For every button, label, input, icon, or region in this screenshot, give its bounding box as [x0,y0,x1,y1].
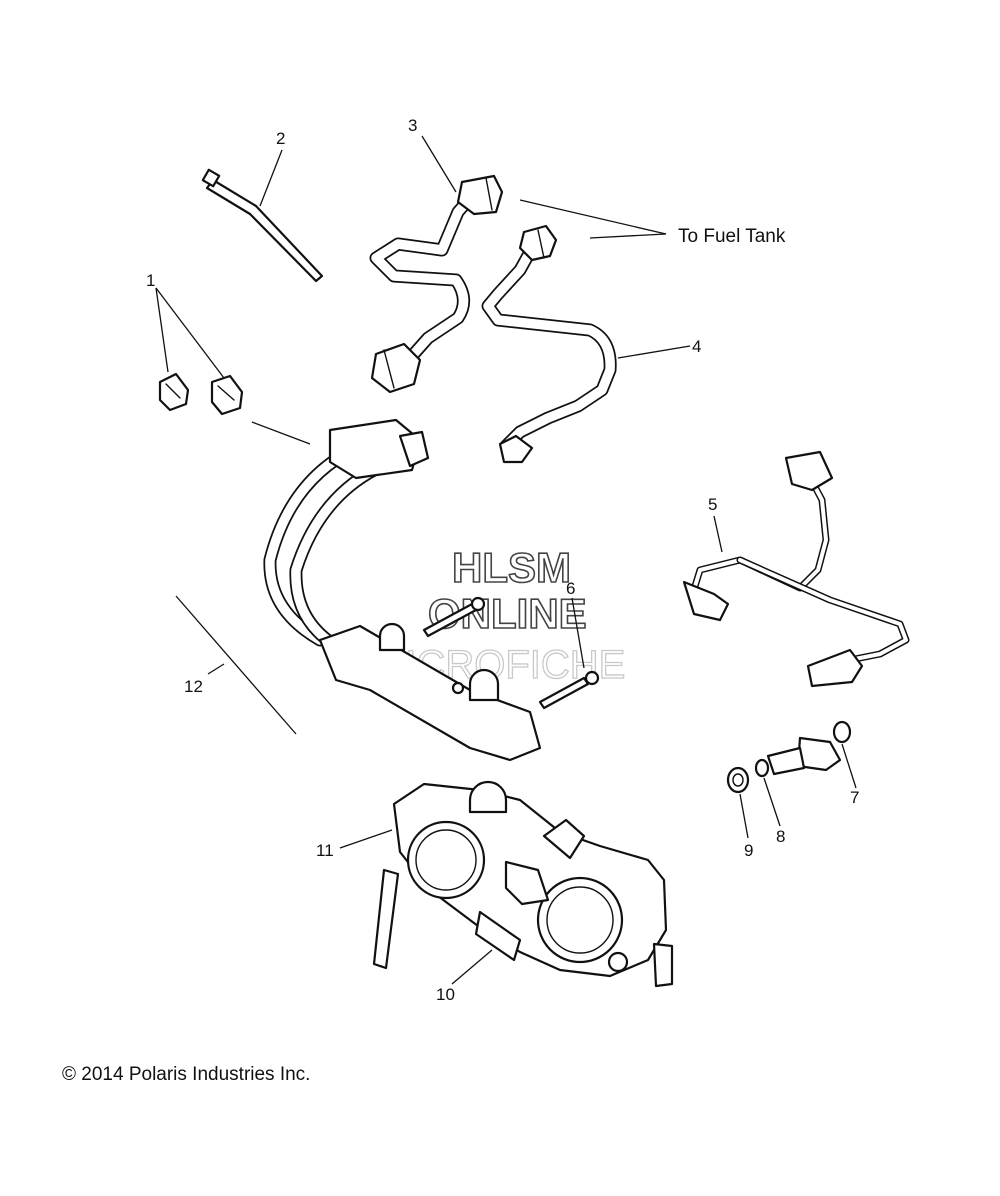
hose-clips [158,372,244,416]
watermark-line2: ONLINE [428,590,587,637]
injector-parts [726,720,852,794]
callout-5: 5 [708,495,717,514]
watermark-line1: HLSM [452,544,571,591]
note-to-fuel-tank: To Fuel Tank [678,226,786,247]
callout-11: 11 [316,841,334,860]
callout-9: 9 [744,841,753,860]
callout-4: 4 [692,337,701,356]
callout-2: 2 [276,129,285,148]
bolts [422,596,600,710]
callout-12: 12 [184,677,203,696]
callout-6: 6 [566,579,575,598]
leader-lines [155,135,857,985]
callout-10: 10 [436,985,455,1004]
copyright-notice: © 2014 Polaris Industries Inc. [62,1064,311,1085]
cable-tie [201,168,324,283]
wiring-harness [682,450,910,688]
callout-1: 1 [146,271,155,290]
fuel-hose-4 [481,224,617,464]
throttle-body [372,780,674,988]
callout-8: 8 [776,827,785,846]
callout-labels: 1 2 3 4 5 6 7 8 9 10 11 12 To Fuel Tank [146,116,859,1004]
callout-3: 3 [408,116,417,135]
fuel-rail-assembly [263,418,542,762]
fuel-hose-3 [369,174,504,394]
callout-7: 7 [850,788,859,807]
